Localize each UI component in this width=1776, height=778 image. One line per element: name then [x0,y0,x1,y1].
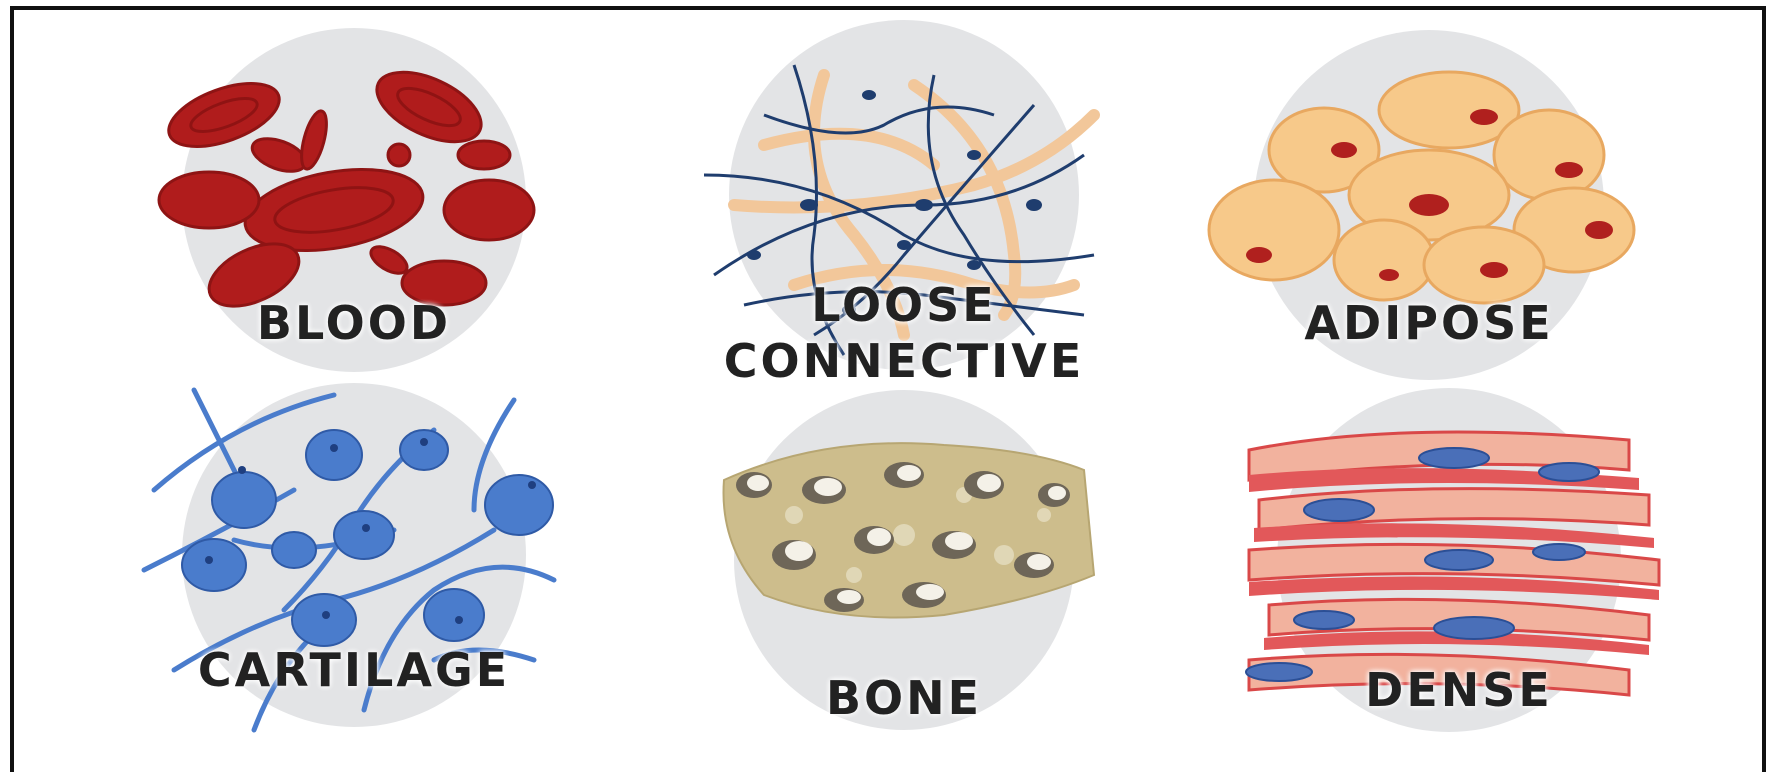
tissue-label-blood: BLOOD [154,295,554,351]
tissue-blood: BLOOD [154,55,554,365]
tissue-label-adipose: ADIPOSE [1229,295,1629,351]
tissue-label-loose-connective: LOOSE CONNECTIVE [674,277,1134,389]
tissue-adipose: ADIPOSE [1229,55,1629,365]
tissue-label-cartilage: CARTILAGE [134,642,574,698]
tissue-label-dense: DENSE [1249,662,1669,718]
tissue-dense: DENSE [1249,410,1669,730]
tissue-cartilage: CARTILAGE [134,410,574,730]
tissue-loose-connective: LOOSE CONNECTIVE [674,55,1134,395]
tissue-bone: BONE [704,425,1104,735]
tissue-label-bone: BONE [704,670,1104,726]
figure-frame: BLOOD [10,6,1766,772]
